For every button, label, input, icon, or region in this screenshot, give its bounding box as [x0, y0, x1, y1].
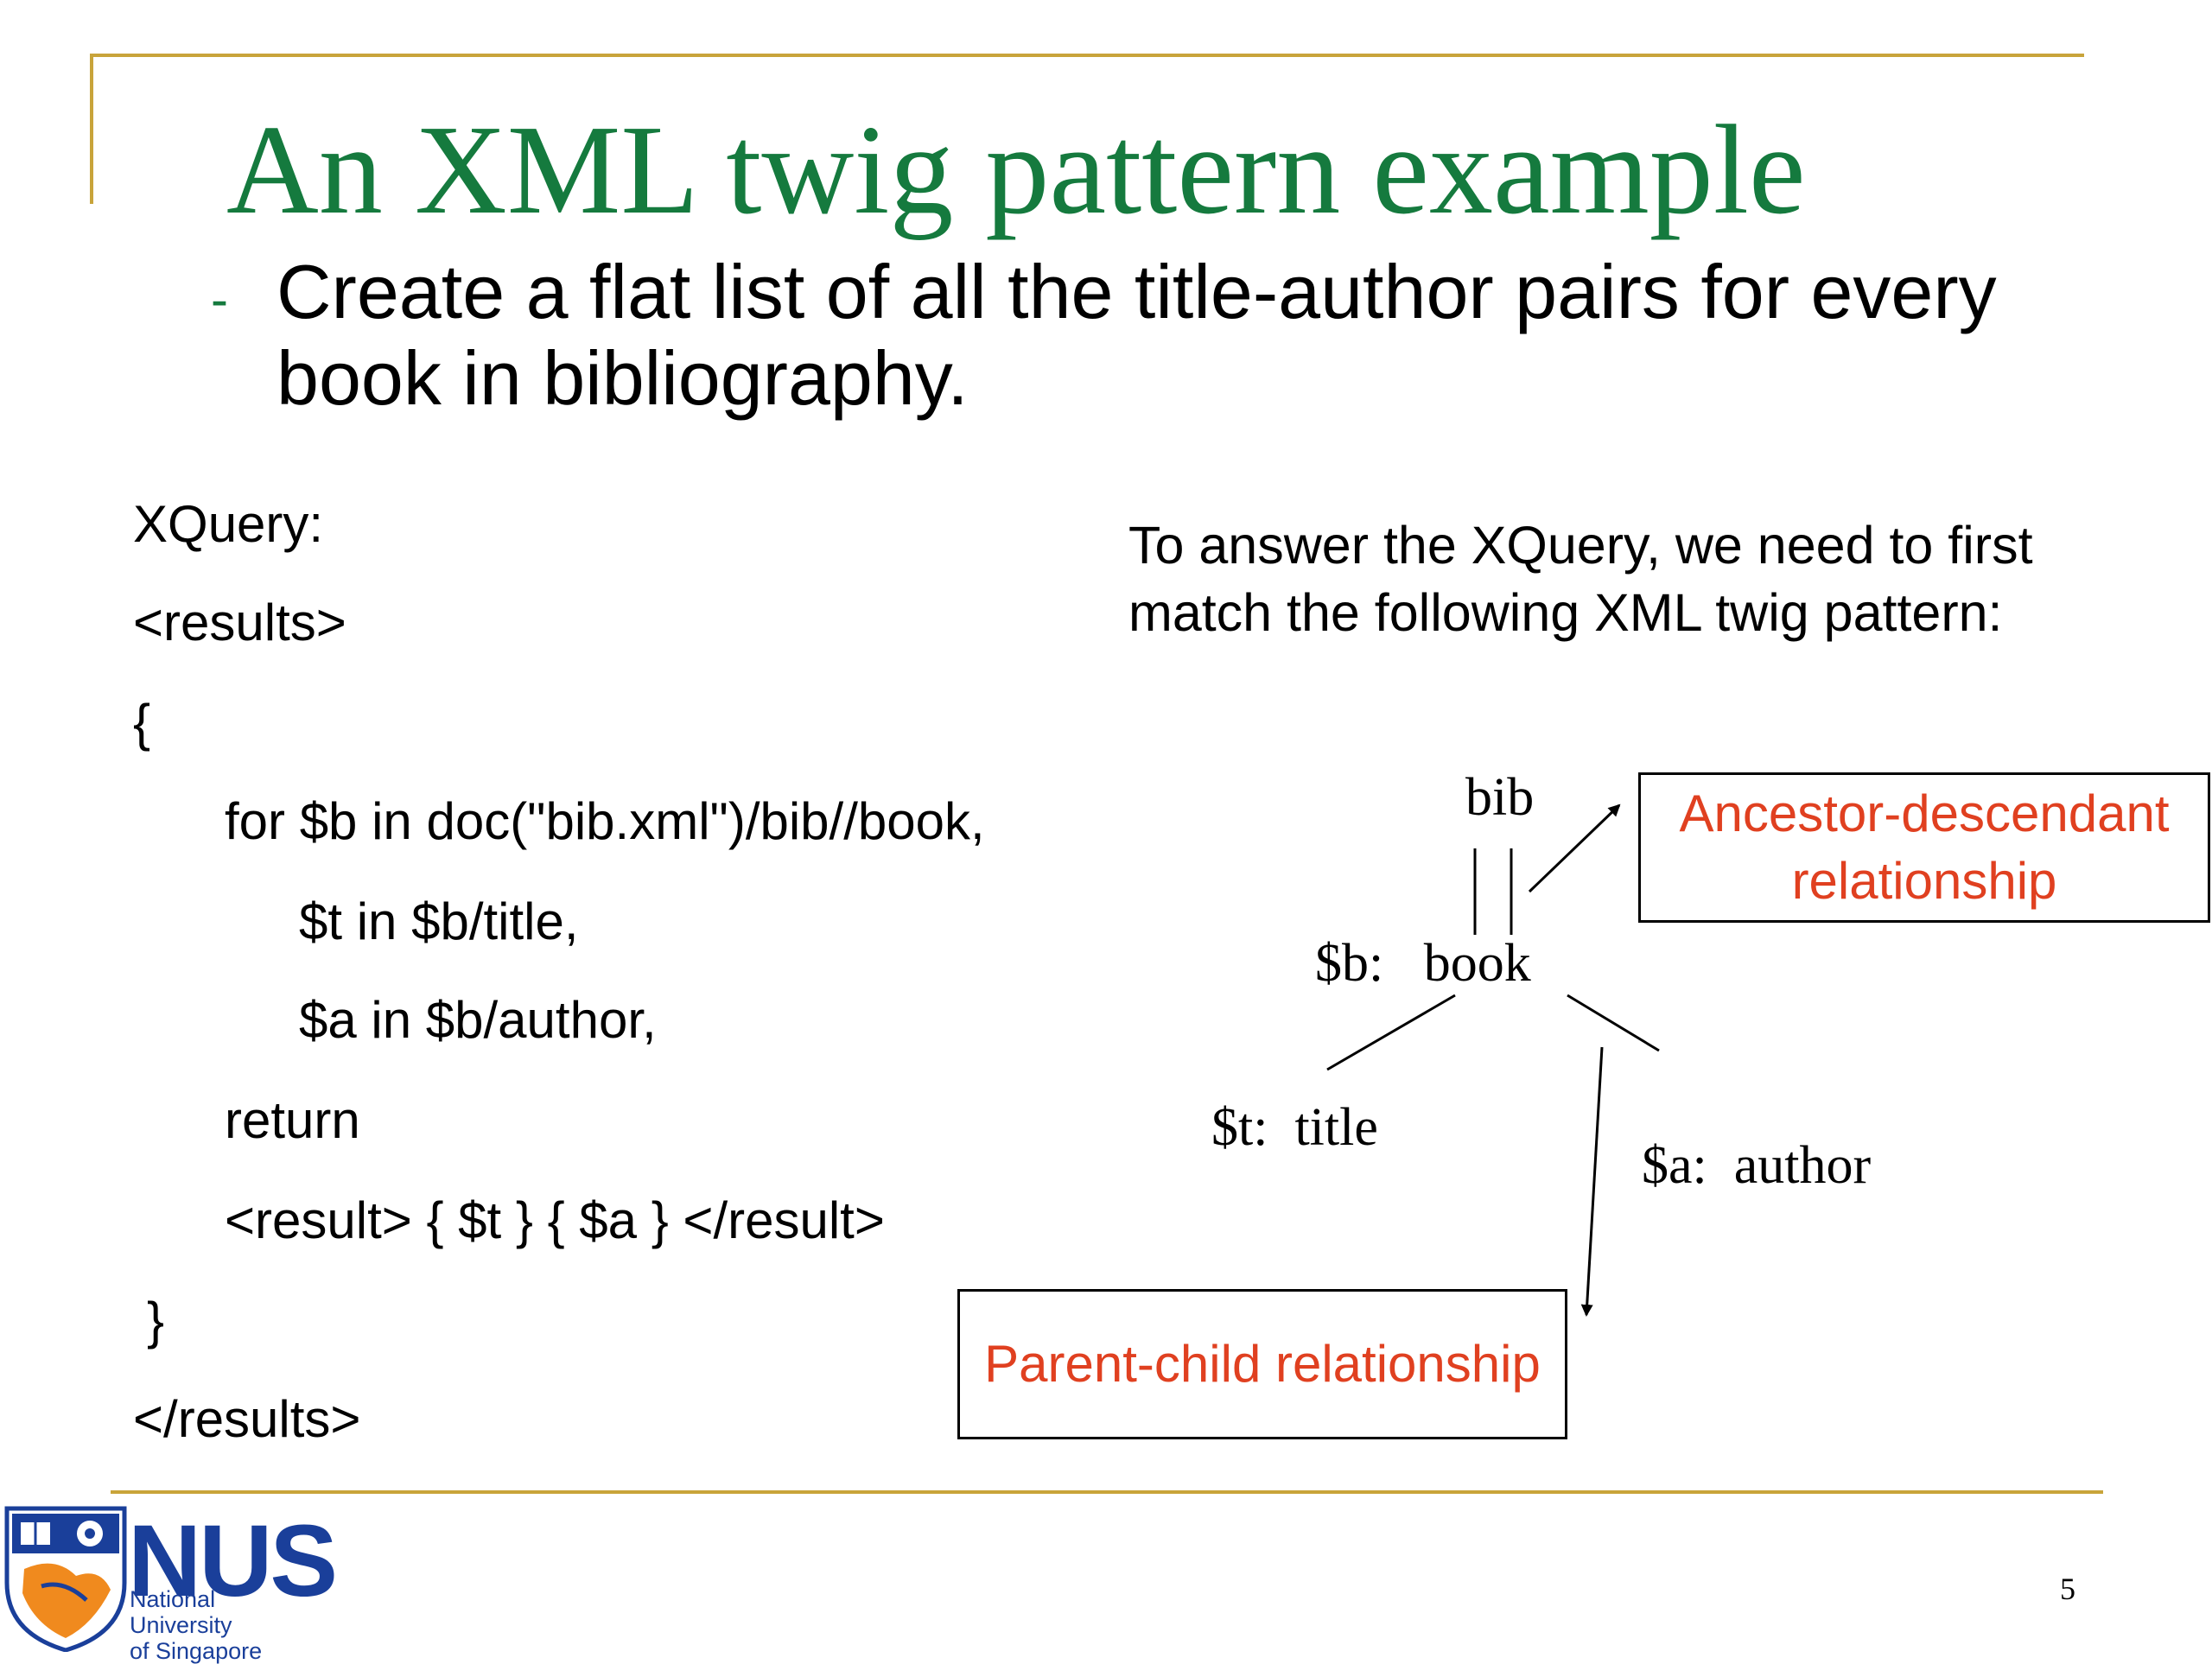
page-number: 5 [2060, 1572, 2075, 1606]
code-line: </results> [133, 1390, 361, 1448]
top-rule [90, 54, 2084, 57]
university-name: National University of Singapore [130, 1586, 320, 1664]
code-line: <result> { $t } { $a } </result> [225, 1191, 885, 1249]
book-node: $b: book [1315, 934, 1531, 993]
nus-logo: NUS National University of Singapore [0, 1503, 338, 1664]
code-line: <results> [133, 594, 346, 651]
xquery-label: XQuery: [133, 495, 324, 553]
ancestor-descendant-label: Ancestor-descendant relationship [1679, 784, 2170, 910]
book-title-edge [1326, 994, 1456, 1071]
bullet-marker: - [211, 270, 228, 328]
university-name-line2: of Singapore [130, 1638, 263, 1664]
code-line: for $b in doc("bib.xml")/bib//book, [225, 792, 985, 850]
left-rule [90, 54, 93, 204]
university-name-line1: National University [130, 1586, 232, 1638]
parent-child-label: Parent-child relationship [984, 1335, 1541, 1393]
explanation-text: To answer the XQuery, we need to first m… [1128, 516, 2033, 642]
code-line: } [147, 1292, 165, 1350]
bib-node: bib [1465, 768, 1535, 827]
code-line: $a in $b/author, [299, 991, 657, 1049]
book-author-edge [1567, 994, 1660, 1052]
code-line: $t in $b/title, [299, 892, 579, 950]
slide-title: An XML twig pattern example [226, 99, 1806, 241]
nus-crest-icon [4, 1506, 127, 1652]
author-node: $a: author [1642, 1136, 1872, 1195]
code-line: { [133, 694, 151, 752]
parent-child-arrow [1580, 1046, 1604, 1317]
ancestor-descendant-callout: Ancestor-descendant relationship [1638, 772, 2210, 923]
parent-child-callout: Parent-child relationship [957, 1289, 1567, 1439]
nus-wordmark: NUS [128, 1504, 338, 1618]
bottom-rule [111, 1490, 2103, 1494]
ancestor-descendant-arrow [1528, 803, 1621, 893]
slide-subtitle: Create a flat list of all the title-auth… [276, 249, 1997, 421]
title-node: $t: title [1211, 1098, 1378, 1157]
code-line: return [225, 1091, 360, 1149]
